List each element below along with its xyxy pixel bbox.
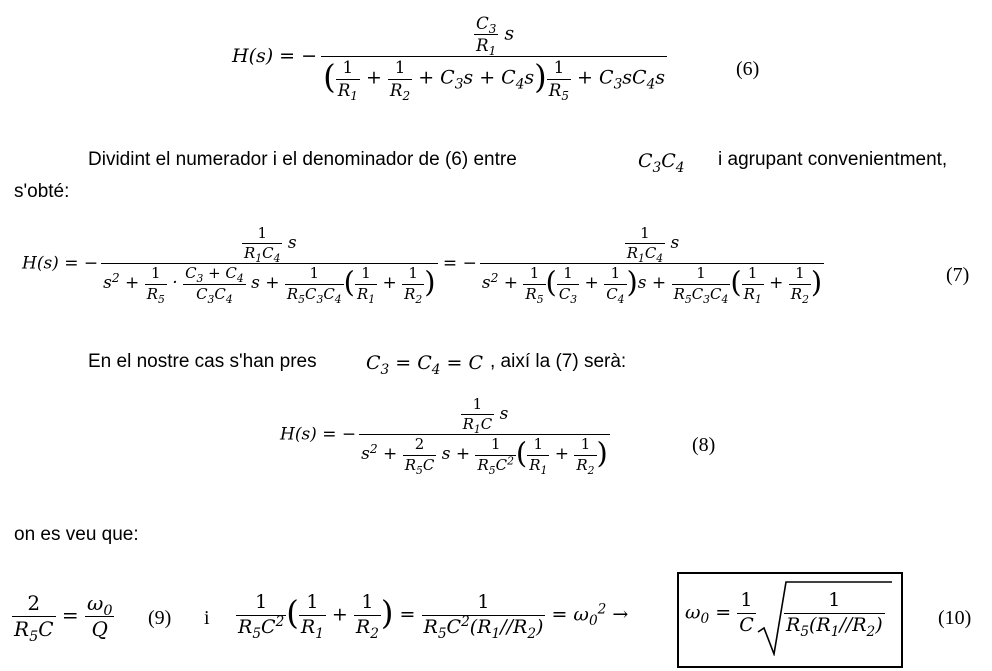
paragraph-dividint-end: i agrupant convenientment, [718, 149, 948, 170]
equation-8-label: (8) [692, 434, 716, 456]
paragraph-nostre-start: En el nostre cas s'han pres [88, 351, 317, 372]
equation-9-label: (9) [148, 607, 172, 629]
equation-10-label: (10) [938, 607, 972, 629]
inline-math-c3c4: C3C4 [638, 150, 685, 176]
paragraph-veu: on es veu que: [14, 524, 139, 545]
inline-math-c3-c4-c: C3 = C4 = C [366, 352, 484, 378]
paragraph-dividint-start: Dividint el numerador i el denominador d… [88, 149, 517, 170]
equation-6-label: (6) [736, 58, 760, 80]
result-box [677, 572, 903, 668]
equation-7-label: (7) [946, 264, 970, 286]
paragraph-sobte: s'obté: [14, 181, 70, 202]
sqrt-sign-icon [757, 581, 892, 656]
paragraph-nostre-end: , així la (7) serà: [490, 351, 627, 372]
connector-i: i [204, 607, 210, 629]
